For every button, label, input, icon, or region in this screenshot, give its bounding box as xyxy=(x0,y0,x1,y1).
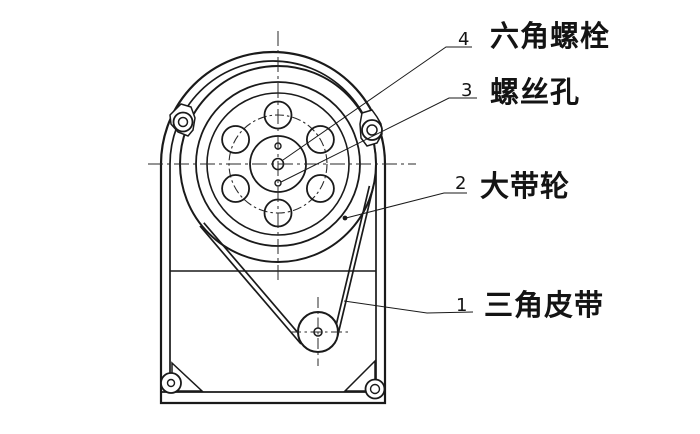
hex-bolt-head-left xyxy=(172,111,194,133)
callout-label-screw-hole: 螺丝孔 xyxy=(490,76,580,109)
centerlines xyxy=(148,31,416,284)
leader-2-large-pulley xyxy=(345,192,467,219)
foot-bolt-left xyxy=(160,372,182,394)
small-pulley xyxy=(290,297,349,366)
lightening-hole-lower-right xyxy=(305,174,335,203)
lightening-hole-upper-right xyxy=(305,125,335,154)
hex-bolt-mount-right xyxy=(359,109,383,147)
lightening-hole-upper-left xyxy=(221,125,251,154)
callout-number-2: 2 xyxy=(455,173,466,194)
belt-right-run-inner xyxy=(332,185,371,336)
callout-texts: 4 六角螺栓 3 螺丝孔 2 大带轮 1 三角皮带 xyxy=(455,20,610,322)
foot-bolt-right xyxy=(364,378,386,400)
lightening-hole-lower-left xyxy=(221,174,251,203)
foot-bolt-left-outer xyxy=(160,372,182,394)
hex-bolt-mount-left xyxy=(169,103,196,137)
callout-number-1: 1 xyxy=(456,295,467,316)
callout-label-v-belt: 三角皮带 xyxy=(484,289,604,322)
v-belt xyxy=(199,185,375,345)
belt-left-run-inner xyxy=(203,222,306,342)
hex-bolt-center-left xyxy=(177,116,189,128)
gusset-right xyxy=(343,359,376,392)
callout-leaders xyxy=(280,46,477,314)
hex-bolt-center-right xyxy=(366,124,378,136)
foot-bolt-right-outer xyxy=(364,378,386,400)
callout-number-3: 3 xyxy=(461,80,472,101)
leader-1-v-belt xyxy=(343,300,474,314)
belt-left-run-outer xyxy=(199,225,302,345)
leader-3-screw-hole xyxy=(280,97,477,183)
foot-bolt-left-inner xyxy=(166,378,176,388)
small-pulley-bore xyxy=(313,327,323,337)
hex-bolt-head-right xyxy=(361,119,383,141)
belt-right-run-outer xyxy=(336,186,375,337)
leader-4-hex-bolt xyxy=(282,46,472,161)
callout-number-4: 4 xyxy=(458,29,469,50)
foot-bolt-right-inner xyxy=(369,383,381,395)
callout-label-large-pulley: 大带轮 xyxy=(480,170,570,203)
leader-2-end-dot xyxy=(342,215,348,221)
callout-label-hex-bolt: 六角螺栓 xyxy=(490,20,610,53)
